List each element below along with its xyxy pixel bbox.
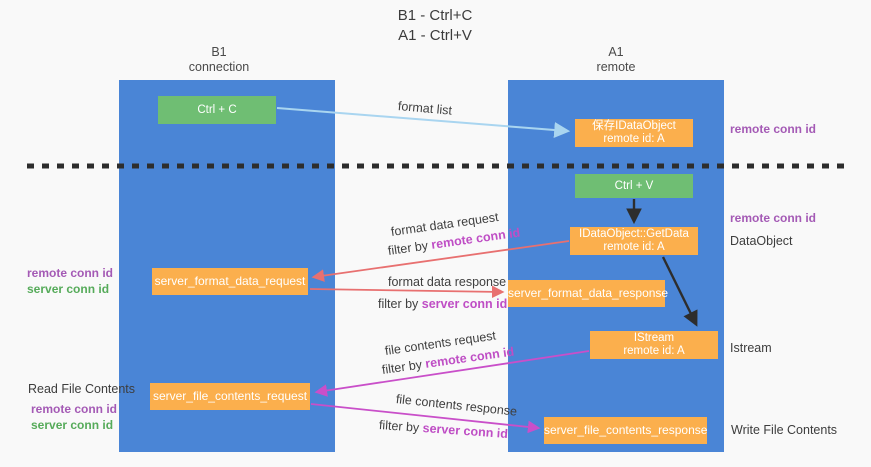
label-server-conn-id-key: server conn id [422,421,509,441]
lane-a1-sub: remote [596,60,636,74]
node-istream: IStream remote id: A [590,331,718,359]
arrow-format-data-response [309,285,505,299]
node-save-idataobject-line1: 保存IDataObject [592,120,676,132]
lane-a1-name: A1 [608,45,624,59]
node-server-file-contents-response: server_file_contents_response [544,417,707,444]
lane-header-b1: B1 connection [149,45,289,75]
annotation-remote-conn-id-top: remote conn id [730,122,817,136]
diagram-title: B1 - Ctrl+C A1 - Ctrl+V [330,6,540,46]
node-istream-line1: IStream [633,332,675,344]
node-save-idataobject-line2: remote id: A [603,133,665,145]
annotation-dataobject: DataObject [730,234,793,248]
label-filter-by-server-2: filter by server conn id [379,418,509,441]
lane-b1-sub: connection [188,60,250,74]
label-filter-by-server-1: filter by server conn id [378,297,507,311]
label-filter-prefix: filter by [387,237,433,258]
node-server-file-contents-request: server_file_contents_request [150,383,310,410]
annotation-bottom-remote-conn-id: remote conn id [31,402,118,416]
node-ctrl-c-label: Ctrl + C [197,103,237,116]
lane-header-a1: A1 remote [546,45,686,75]
node-save-idataobject: 保存IDataObject remote id: A [575,119,693,147]
label-filter-prefix: filter by [381,356,427,377]
node-format-request-label: server_format_data_request [154,274,306,288]
node-idataobject-getdata: IDataObject::GetData remote id: A [570,227,698,255]
label-format-list: format list [397,99,453,118]
node-ctrl-c: Ctrl + C [158,96,276,124]
label-file-contents-response: file contents response [395,392,518,419]
node-server-format-data-request: server_format_data_request [152,268,308,295]
node-getdata-line2: remote id: A [603,241,665,253]
annotation-read-file-contents: Read File Contents [28,382,136,396]
node-server-format-data-response: server_format_data_response [508,280,669,307]
title-line-1: B1 - Ctrl+C [397,7,473,24]
node-getdata-line1: IDataObject::GetData [579,228,689,240]
lane-b1-name: B1 [211,45,227,59]
annotation-write-file-contents: Write File Contents [731,423,838,437]
label-filter-prefix: filter by [378,418,424,436]
annotation-mid-remote-conn-id: remote conn id [27,266,114,280]
node-format-response-label: server_format_data_response [508,286,669,300]
annotation-remote-conn-id-mid: remote conn id [730,211,817,225]
label-server-conn-id-key: server conn id [421,297,508,311]
annotation-bottom-server-conn-id: server conn id [31,418,114,432]
node-ctrl-v-label: Ctrl + V [614,179,654,192]
annotation-istream: Istream [730,341,772,355]
node-ctrl-v: Ctrl + V [575,174,693,198]
node-file-response-label: server_file_contents_response [544,423,708,437]
label-format-data-response: format data response [388,275,507,289]
node-file-request-label: server_file_contents_request [152,389,308,403]
annotation-mid-server-conn-id: server conn id [27,282,110,296]
label-filter-prefix: filter by [378,297,422,311]
node-istream-line2: remote id: A [623,345,685,357]
title-line-2: A1 - Ctrl+V [398,27,472,44]
